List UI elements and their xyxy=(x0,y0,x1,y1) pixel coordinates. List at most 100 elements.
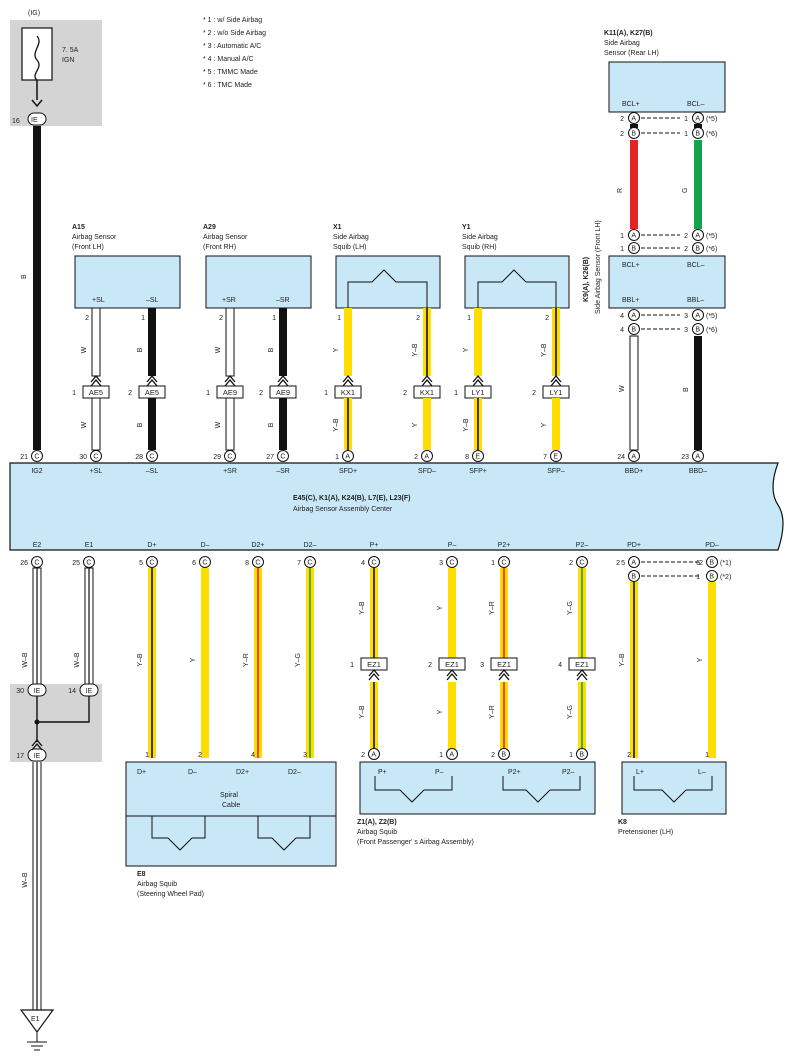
z1-t1: P+ xyxy=(378,769,387,776)
center-bot-conn-0-letter: C xyxy=(34,560,39,567)
center-top-pin-10: 23 xyxy=(681,454,689,461)
center-top-conn-8-letter: E xyxy=(553,454,558,461)
a29-code: A29 xyxy=(203,224,216,231)
k-conn-left-4-letter: A xyxy=(631,313,636,320)
center-top-pin-2: 28 xyxy=(135,454,143,461)
center-bot-conn-8 xyxy=(498,556,510,568)
k-marker-1: (*6) xyxy=(706,131,717,138)
center-top-conn-9 xyxy=(628,450,640,462)
fuse-icon xyxy=(34,35,40,81)
center-top-conn-2-letter: C xyxy=(149,454,154,461)
note-1: * 1 : w/ Side Airbag xyxy=(203,17,262,24)
center-bot-term-3: D– xyxy=(201,542,210,549)
p-wire-label-a-3: Y–G xyxy=(567,601,574,615)
z1-conn-0 xyxy=(368,748,380,760)
a29-t2: –SR xyxy=(276,297,290,304)
center-top-conn-4 xyxy=(277,450,289,462)
ie-splice-lines xyxy=(36,696,90,742)
a15-name: Airbag Sensor xyxy=(72,234,117,241)
upper-junction-4-label: KX1 xyxy=(341,388,355,397)
lower-wire-label-1: W–B xyxy=(74,652,81,668)
k8-code: K8 xyxy=(618,819,627,826)
upper-junction-2-label: AE9 xyxy=(223,388,237,397)
k-conn-right-4 xyxy=(692,309,704,321)
center-bot-conn-3-letter: C xyxy=(202,560,207,567)
center-top-conn-10-letter: A xyxy=(695,454,700,461)
k-marker-0: (*5) xyxy=(706,116,717,123)
center-bot-pin-1: 25 xyxy=(72,560,80,567)
upper-junction-4-pin: 1 xyxy=(324,390,328,397)
upper-junction-6-pin: 1 xyxy=(454,390,458,397)
upper-wire-label2-6: Y–B xyxy=(463,418,470,432)
z1-conn-0-letter: A xyxy=(371,752,376,759)
upper-chevron-6 xyxy=(472,374,484,387)
k-conn-left-2 xyxy=(628,229,640,241)
p-wire-label-b-0: Y–B xyxy=(359,705,366,719)
upper-pin-5: 2 xyxy=(416,315,420,322)
e8-inner: Spiral xyxy=(220,792,238,799)
a15-code: A15 xyxy=(72,224,85,231)
k-conn-right-5-letter: B xyxy=(695,327,700,334)
wire-label-w-bbd: W xyxy=(619,385,626,392)
upper-wire-label2-5: Y xyxy=(412,422,419,427)
upper-wire-a-6 xyxy=(474,308,482,376)
z1-conn-3 xyxy=(576,748,588,760)
center-top-conn-0 xyxy=(31,450,43,462)
upper-junction-7-label: LY1 xyxy=(550,388,563,397)
wire-b-bbd xyxy=(694,336,702,450)
center-bot-conn-9-letter: C xyxy=(579,560,584,567)
note-3: * 3 : Automatic A/C xyxy=(203,43,261,50)
k-pin-right-3: 2 xyxy=(684,246,688,253)
k8-t2: L– xyxy=(698,769,706,776)
center-top-pin-4: 27 xyxy=(266,454,274,461)
k-conn-left-5-letter: B xyxy=(631,327,636,334)
center-top-conn-0-letter: C xyxy=(34,454,39,461)
p-wire-b-1 xyxy=(448,682,456,750)
center-top-term-3: +SR xyxy=(223,468,237,475)
center-top-term-0: IG2 xyxy=(31,468,42,475)
z1-pin-1: 1 xyxy=(439,752,443,759)
k-conn-right-3 xyxy=(692,242,704,254)
upper-wire-label-6: Y xyxy=(463,347,470,352)
upper-wire-b-2 xyxy=(225,397,235,451)
lower-pin-7: 1 xyxy=(705,752,709,759)
ez1-junction-3-pin: 4 xyxy=(558,662,562,669)
k-conn-left-2-letter: A xyxy=(631,233,636,240)
upper-junction-1-label: AE5 xyxy=(145,388,159,397)
y1-name: Side Airbag xyxy=(462,234,498,241)
upper-chevron-3 xyxy=(277,374,289,387)
center-top-conn-4-letter: C xyxy=(280,454,285,461)
z1-pin-2: 2 xyxy=(491,752,495,759)
upper-pin-4: 1 xyxy=(337,315,341,322)
upper-junction-0-label: AE5 xyxy=(89,388,103,397)
center-top-conn-7-letter: E xyxy=(475,454,480,461)
center-top-conn-1-letter: C xyxy=(93,454,98,461)
wire-label-b-bbd: B xyxy=(683,387,690,392)
upper-wire-label-3: B xyxy=(268,347,275,352)
pd-right-pin-2: 1 xyxy=(696,574,700,581)
center-bot-pin-2: 5 xyxy=(139,560,143,567)
k11-code: K11(A), K27(B) xyxy=(604,30,653,37)
center-bot-conn-3 xyxy=(199,556,211,568)
a15-airbag-sensor-lh: A15 Airbag Sensor (Front LH) +SL –SL xyxy=(72,224,181,309)
center-bot-conn-6-letter: C xyxy=(371,560,376,567)
k-conn-right-5 xyxy=(692,323,704,335)
ez1-chevron-0 xyxy=(368,668,380,681)
upper-wire-b-3 xyxy=(279,398,287,450)
wire-w-bbd xyxy=(629,335,639,451)
lower-wire-label-3: Y xyxy=(190,657,197,662)
ez1-junction-1-label: EZ1 xyxy=(445,660,459,669)
z1-t4: P2– xyxy=(562,769,575,776)
splice-dot xyxy=(34,719,40,725)
upper-pin-0: 2 xyxy=(85,315,89,322)
k-marker-5: (*6) xyxy=(706,327,717,334)
wire-label-g: G xyxy=(682,188,689,193)
center-top-conn-6-letter: A xyxy=(424,454,429,461)
upper-wire-label2-3: B xyxy=(268,422,275,427)
ie-chevron xyxy=(31,738,43,751)
k11-pin-link-l xyxy=(630,124,638,128)
fuse-block: (IG) 7. 5A IGN 16 IE xyxy=(10,10,102,126)
k-pin-left-0: 2 xyxy=(620,116,624,123)
fuse-rating: 7. 5A xyxy=(62,47,79,54)
